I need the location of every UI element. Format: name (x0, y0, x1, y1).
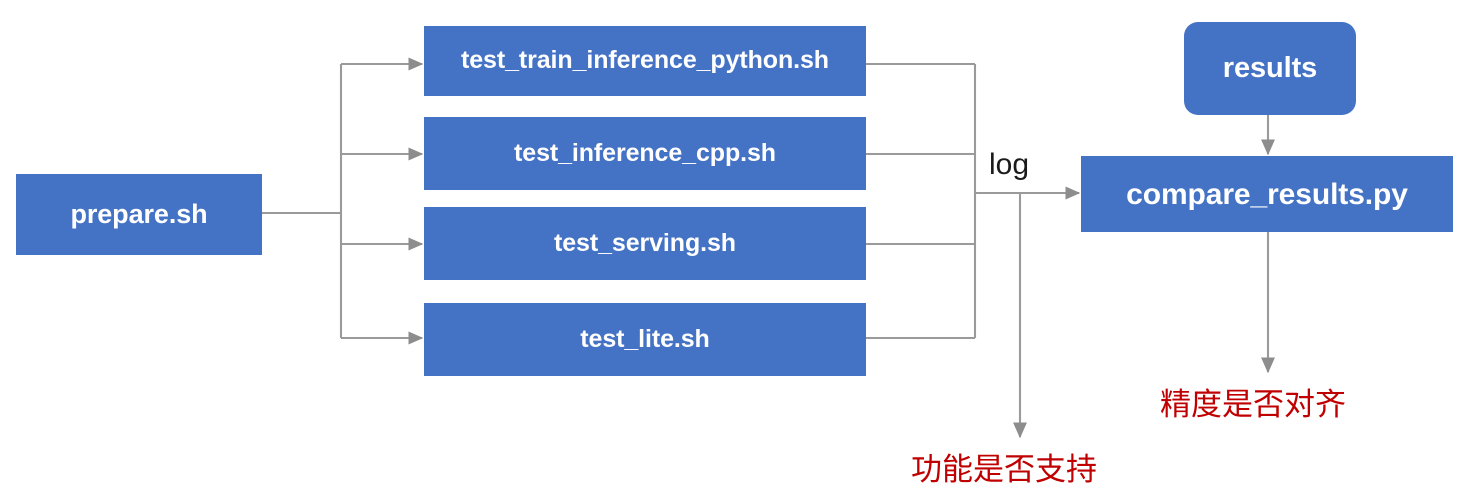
node-test-inference-cpp-sh[interactable]: test_inference_cpp.sh (424, 117, 866, 190)
annotation-feature-support: 功能是否支持 (911, 452, 1097, 488)
node-compare-results-py[interactable]: compare_results.py (1081, 156, 1453, 232)
node-test-serving-sh-label: test_serving.sh (554, 228, 736, 257)
node-results-label: results (1222, 51, 1318, 84)
node-test-serving-sh[interactable]: test_serving.sh (424, 207, 866, 280)
node-test-lite-sh[interactable]: test_lite.sh (424, 303, 866, 376)
node-test-train-inference-python-sh[interactable]: test_train_inference_python.sh (424, 26, 866, 96)
annotation-precision-align: 精度是否对齐 (1160, 387, 1346, 423)
node-results[interactable]: results (1184, 22, 1356, 115)
node-test-inference-cpp-sh-label: test_inference_cpp.sh (514, 138, 776, 167)
node-prepare-sh[interactable]: prepare.sh (16, 174, 262, 255)
edge-label-log: log (989, 148, 1030, 181)
node-prepare-sh-label: prepare.sh (70, 198, 208, 229)
node-test-train-inference-python-sh-label: test_train_inference_python.sh (461, 46, 829, 75)
node-compare-results-py-label: compare_results.py (1126, 177, 1408, 211)
node-test-lite-sh-label: test_lite.sh (580, 324, 710, 353)
